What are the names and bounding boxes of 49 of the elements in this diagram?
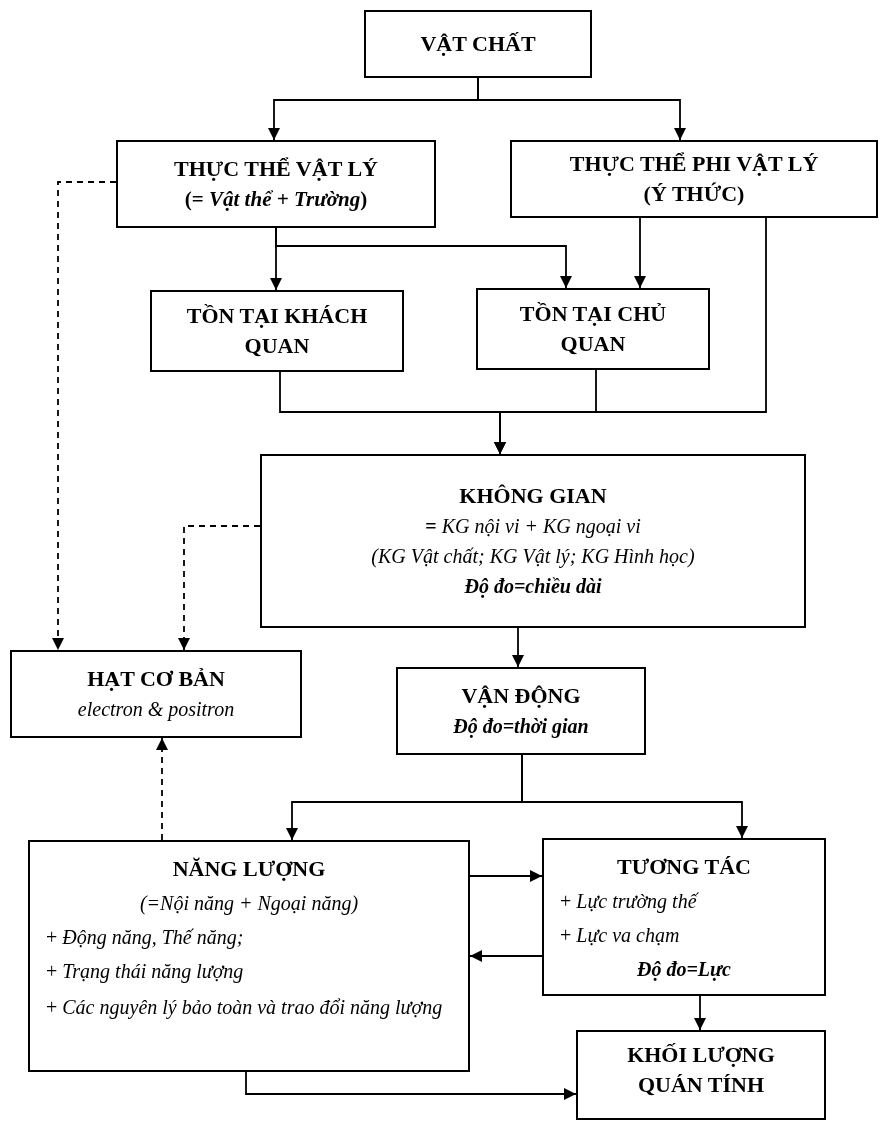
box-heading: KHỐI LƯỢNG QUÁN TÍNH bbox=[626, 1041, 776, 1099]
box-heading: TƯƠNG TÁC bbox=[616, 853, 752, 881]
concept-box bbox=[260, 454, 806, 628]
dashed-arrow bbox=[156, 737, 168, 841]
box-text: = KG nội vi + KG ngoại vi bbox=[424, 514, 642, 540]
concept-box bbox=[364, 10, 592, 78]
arrow bbox=[469, 870, 543, 882]
concept-box bbox=[28, 840, 470, 1072]
arrow bbox=[634, 217, 646, 289]
concept-box bbox=[396, 667, 646, 755]
box-text: + Trạng thái năng lượng bbox=[46, 959, 245, 985]
arrow bbox=[469, 950, 543, 962]
box-text: Độ đo=chiều dài bbox=[463, 574, 603, 600]
box-text: + Lực trường thế bbox=[560, 889, 700, 915]
box-heading: NĂNG LƯỢNG bbox=[171, 855, 327, 883]
box-text: (KG Vật chất; KG Vật lý; KG Hình học) bbox=[370, 544, 696, 570]
box-text: + Động năng, Thế năng; bbox=[46, 925, 245, 951]
box-heading: TỒN TẠI CHỦ QUAN bbox=[518, 300, 668, 358]
box-heading: KHÔNG GIAN bbox=[458, 482, 608, 510]
concept-box bbox=[542, 838, 826, 996]
concept-box bbox=[510, 140, 878, 218]
box-heading: HẠT CƠ BẢN bbox=[86, 665, 226, 693]
arrow bbox=[521, 754, 748, 839]
concept-box bbox=[150, 290, 404, 372]
box-heading: TỒN TẠI KHÁCH QUAN bbox=[185, 302, 369, 360]
concept-box bbox=[116, 140, 436, 228]
concept-box bbox=[576, 1030, 826, 1120]
box-text: + Lực va chạm bbox=[560, 923, 681, 948]
dashed-arrow bbox=[52, 181, 117, 651]
box-text: electron & positron bbox=[76, 697, 236, 723]
concept-box bbox=[476, 288, 710, 370]
box-text: (Ý THỨC) bbox=[642, 180, 746, 208]
arrow bbox=[512, 627, 524, 668]
box-heading: VẬT CHẤT bbox=[419, 30, 537, 58]
concept-box bbox=[10, 650, 302, 738]
box-heading: THỰC THỂ VẬT LÝ bbox=[173, 155, 379, 183]
box-text: Độ đo=thời gian bbox=[452, 714, 590, 740]
dashed-arrow bbox=[178, 525, 261, 651]
arrow bbox=[245, 1071, 577, 1100]
box-text: + Các nguyên lý bảo toàn và trao đổi năng lượng bbox=[46, 995, 444, 1021]
box-heading: THỰC THỂ PHI VẬT LÝ bbox=[568, 150, 820, 178]
arrow bbox=[494, 217, 767, 455]
arrow bbox=[477, 77, 686, 141]
box-text: (=Nội năng + Ngoại năng) bbox=[138, 891, 360, 917]
arrow bbox=[275, 227, 572, 289]
box-text: (= Vật thể + Trường) bbox=[183, 186, 369, 213]
arrow bbox=[694, 995, 706, 1031]
box-heading: VẬN ĐỘNG bbox=[460, 682, 582, 710]
box-text: Độ đo=Lực bbox=[636, 957, 732, 983]
